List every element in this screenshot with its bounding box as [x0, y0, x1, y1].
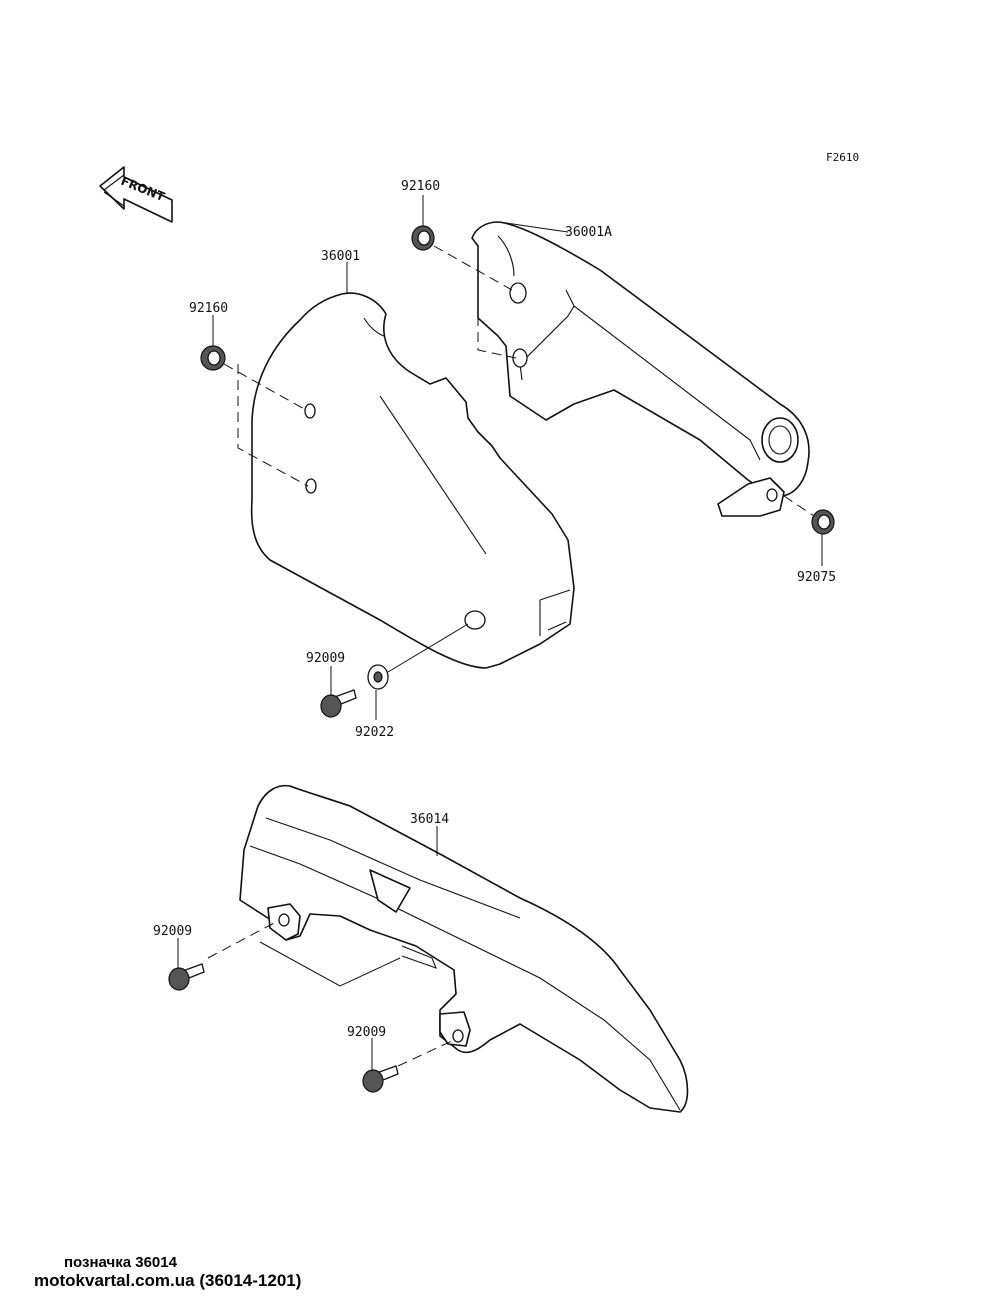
callout-collar: 92075 — [797, 570, 836, 585]
callout-washer: 92022 — [355, 725, 394, 740]
bracket-36001a — [471, 221, 810, 517]
bolt-92009-left — [168, 963, 205, 991]
callout-grommet-left: 92160 — [189, 301, 228, 316]
washer-92022 — [367, 664, 389, 690]
callout-side-cover: 36001 — [321, 249, 360, 264]
callout-grommet-right: 92160 — [401, 179, 440, 194]
leader-lines — [177, 195, 823, 1070]
bolt-92009-upper — [320, 689, 357, 718]
side-cover-36001 — [250, 292, 575, 669]
callout-bolt-left: 92009 — [153, 924, 192, 939]
footer-source: motokvartal.com.ua (36014-1201) — [34, 1271, 302, 1290]
callout-bolt-lower: 92009 — [347, 1025, 386, 1040]
callout-bolt-upper: 92009 — [306, 651, 345, 666]
callout-bracket: 36001A — [565, 225, 612, 240]
footer-caption: позначка 36014 — [64, 1254, 177, 1271]
front-arrow-icon: FRONT — [99, 166, 173, 223]
collar-92075 — [811, 509, 835, 535]
chain-cover-36014 — [239, 784, 689, 1113]
callout-chain-cover: 36014 — [410, 812, 449, 827]
grommet-92160-left — [200, 345, 226, 371]
grommet-92160-right — [411, 225, 435, 251]
bolt-92009-lower — [362, 1065, 399, 1093]
figure-code: F2610 — [826, 151, 859, 164]
